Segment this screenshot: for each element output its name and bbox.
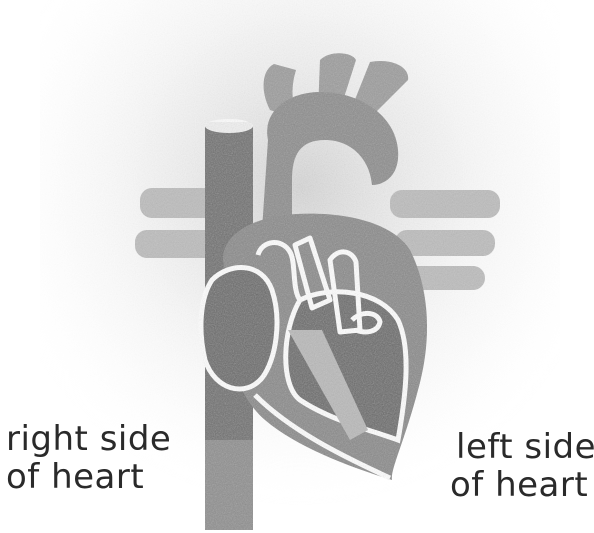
right-side-label-line2: of heart [6, 458, 171, 496]
right-atrium [201, 268, 277, 389]
left-side-label-line1: left side [456, 428, 594, 466]
vena-cava-opening [205, 119, 253, 133]
left-side-label: left side of heart [456, 428, 594, 504]
left-side-label-line2: of heart [450, 466, 594, 504]
right-side-label: right side of heart [6, 420, 171, 496]
inferior-vena-cava [205, 440, 253, 530]
right-side-label-line1: right side [6, 420, 171, 458]
